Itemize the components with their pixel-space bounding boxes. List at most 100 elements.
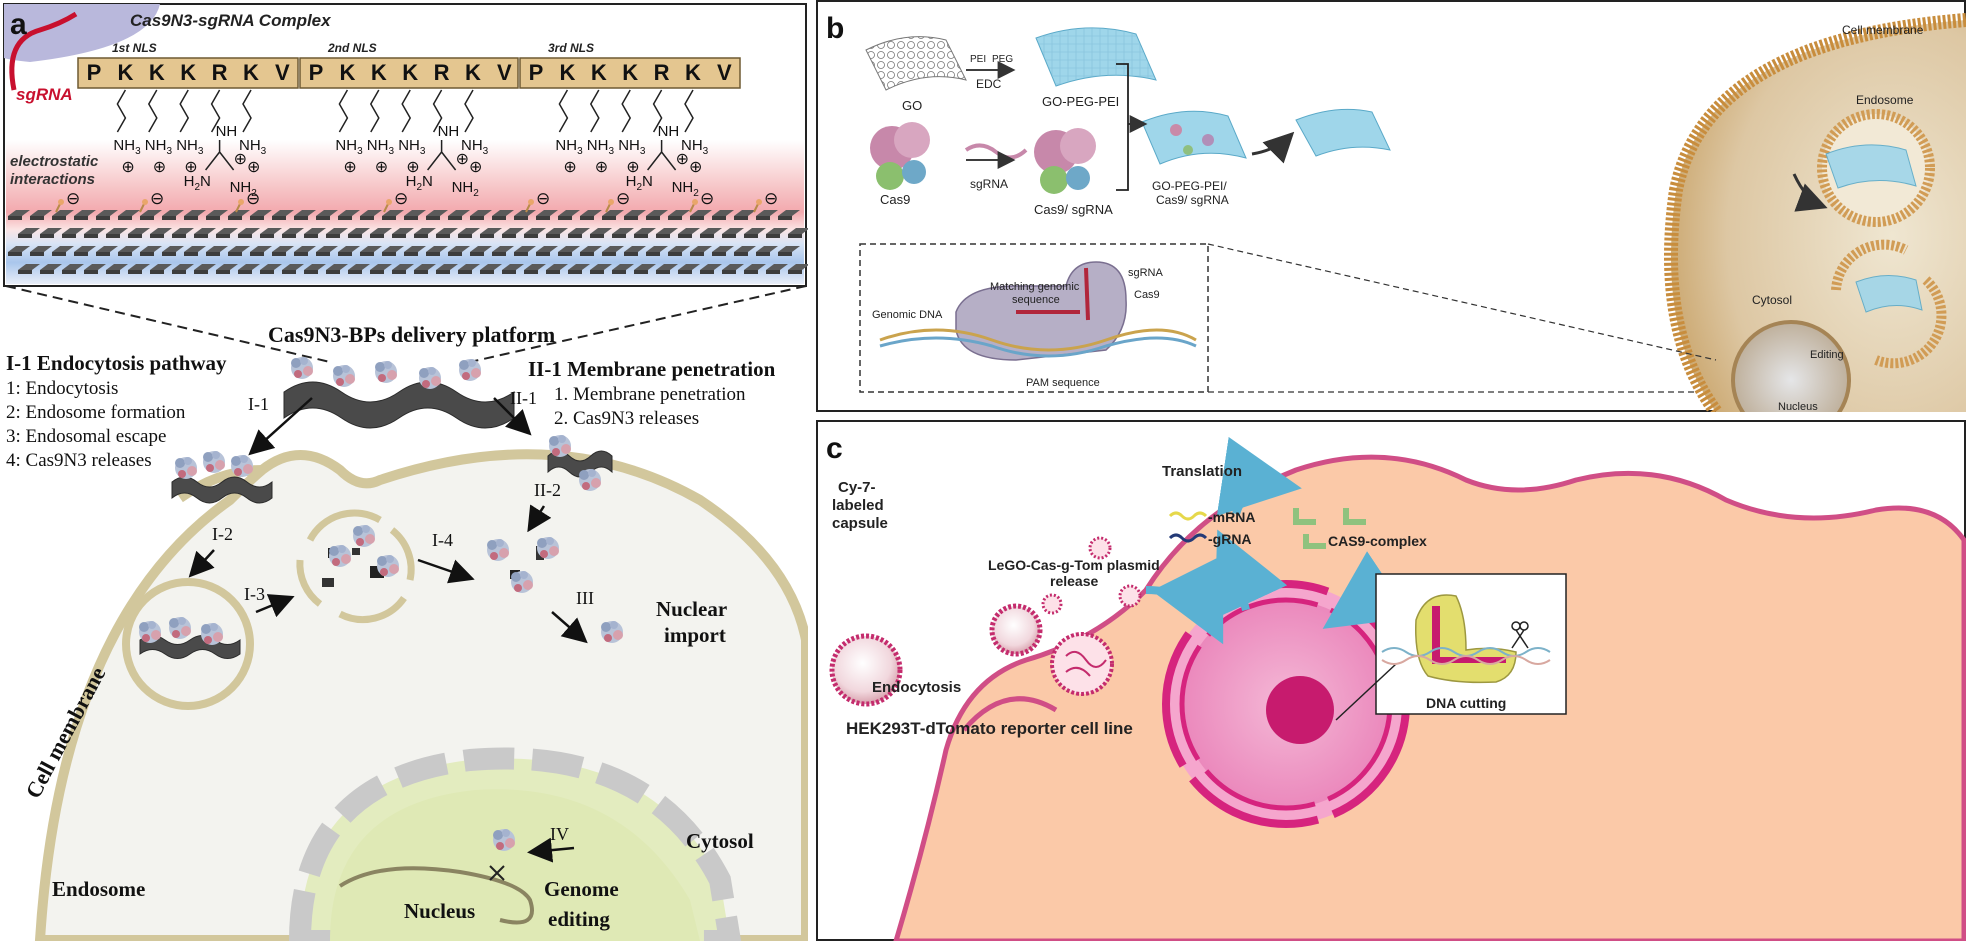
cas9n3-protein [329, 545, 351, 567]
arrow-label-i2: I-2 [212, 524, 233, 544]
cas9n3-protein [169, 617, 191, 639]
minus-charge: ⊖ [246, 189, 260, 208]
nls-label-1: 1st NLS [112, 41, 157, 55]
h2n-group: H2N [626, 173, 653, 193]
sgrna-label: sgRNA [16, 85, 73, 104]
nh2-group: NH2 [230, 179, 258, 199]
nls-residue: K [402, 60, 418, 85]
capsule-outside [829, 633, 903, 707]
complex-label-2: Cas9/ sgRNA [1156, 193, 1229, 207]
plus-charge: ⊕ [375, 159, 388, 176]
cas9n3-protein [487, 539, 509, 561]
minus-charge: ⊖ [764, 189, 778, 208]
cas9n3-protein [511, 571, 533, 593]
nls-residue: K [149, 60, 165, 85]
cell-line-label: HEK293T-dTomato reporter cell line [846, 719, 1133, 738]
nh3-group: NH3 [113, 137, 141, 157]
pathway2-step-1: 1. Membrane penetration [554, 384, 746, 405]
nls-label-3: 3rd NLS [548, 41, 594, 55]
plus-charge: ⊕ [121, 159, 134, 176]
nucleus-label: Nucleus [404, 899, 475, 923]
side-chain [558, 89, 569, 133]
cas9-protein [870, 122, 930, 190]
plasmid-label-2: release [1050, 573, 1098, 589]
cytosol-label-b: Cytosol [1752, 293, 1792, 307]
side-chain [147, 89, 158, 133]
cas9n3-protein [377, 555, 399, 577]
nucleolus [1266, 676, 1334, 744]
arrow-label-ii2: II-2 [534, 480, 561, 500]
plus-charge: ⊕ [595, 159, 608, 176]
nls-box-1 [77, 57, 299, 89]
capsule-label-2: labeled [832, 497, 884, 514]
side-chain [179, 89, 190, 133]
editing-label: Editing [1810, 349, 1844, 361]
nuclear-import-label-1: Nuclear [656, 597, 727, 621]
cas9-label: Cas9 [880, 192, 910, 207]
panel-a: a Cas9N3-sgRNA Complex sgRNA 1st NLS 2nd… [3, 3, 808, 941]
pathway1-step-3: 3: Endosomal escape [6, 426, 166, 447]
nls-residue: K [339, 60, 355, 85]
nh3-group: NH3 [618, 137, 646, 157]
edc-label: EDC [976, 77, 1002, 91]
complex-sheet [1141, 110, 1247, 165]
cas9-blob [4, 4, 160, 62]
nls-residue: R [434, 60, 450, 85]
plus-charge: ⊕ [676, 151, 689, 168]
nls-residue: P [309, 60, 324, 85]
minus-charge: ⊖ [536, 189, 550, 208]
capsule-endocytosed [989, 603, 1043, 657]
cas9-sgrna-label: Cas9/ sgRNA [1034, 202, 1113, 217]
pathway1-step-1: 1: Endocytosis [6, 378, 118, 399]
inset-sgrna-label: sgRNA [1128, 267, 1164, 279]
side-chain [242, 89, 252, 133]
electro-label-1: electrostatic [10, 153, 99, 170]
pathway2-title: II-1 Membrane penetration [528, 357, 776, 381]
arrow-label-i4: I-4 [432, 530, 453, 550]
cas9n3-protein [333, 365, 355, 387]
bp-sheet-wave [171, 476, 273, 504]
plus-charge: ⊕ [234, 151, 247, 168]
nls-residue: K [685, 60, 701, 85]
inset-cas9-label: Cas9 [1134, 289, 1160, 301]
bp-sheet-wave [547, 450, 613, 478]
sgrna-label-b: sgRNA [970, 177, 1008, 191]
dashed-connector-left [5, 285, 331, 363]
arrow-label-iii: III [576, 588, 594, 608]
cas9n3-protein [579, 469, 601, 491]
endosome-label: Endosome [52, 877, 145, 901]
genome-strand [338, 866, 534, 925]
minus-charge: ⊖ [700, 189, 714, 208]
complex-label-1: GO-PEG-PEI/ [1152, 179, 1227, 193]
plus-charge: ⊕ [343, 159, 356, 176]
side-chain [684, 89, 694, 133]
capsule-1 [1088, 536, 1112, 560]
nls-residue: K [622, 60, 638, 85]
nls-residue: V [497, 60, 512, 85]
nh3-group: NH3 [461, 137, 489, 157]
cell-membrane-bilayer [1664, 13, 1966, 412]
scissors-icon [1511, 621, 1529, 649]
electro-label-2: interactions [10, 171, 95, 188]
nucleus-label-b: Nucleus [1778, 401, 1818, 412]
nh-group: NH [658, 123, 680, 140]
nh3-group: NH3 [335, 137, 363, 157]
cytosol-label: Cytosol [686, 829, 754, 853]
arrow-label-ii1: II-1 [510, 388, 537, 408]
nh-group: NH [438, 123, 460, 140]
nuclear-import-label-2: import [664, 623, 726, 647]
endosome-label-b: Endosome [1856, 93, 1914, 107]
capsule-2 [1041, 593, 1063, 615]
cas9n3-protein [231, 455, 253, 477]
pathway1-title: I-1 Endocytosis pathway [6, 351, 227, 375]
nls-residue: K [117, 60, 133, 85]
cas9n3-protein [601, 621, 623, 643]
cas9n3-protein [375, 361, 397, 383]
dna-cutting-inset [1375, 573, 1567, 715]
side-chain [338, 89, 349, 133]
capsule-released [1050, 632, 1114, 696]
genome-editing-label-2: editing [548, 907, 610, 931]
h2n-group: H2N [184, 173, 211, 193]
